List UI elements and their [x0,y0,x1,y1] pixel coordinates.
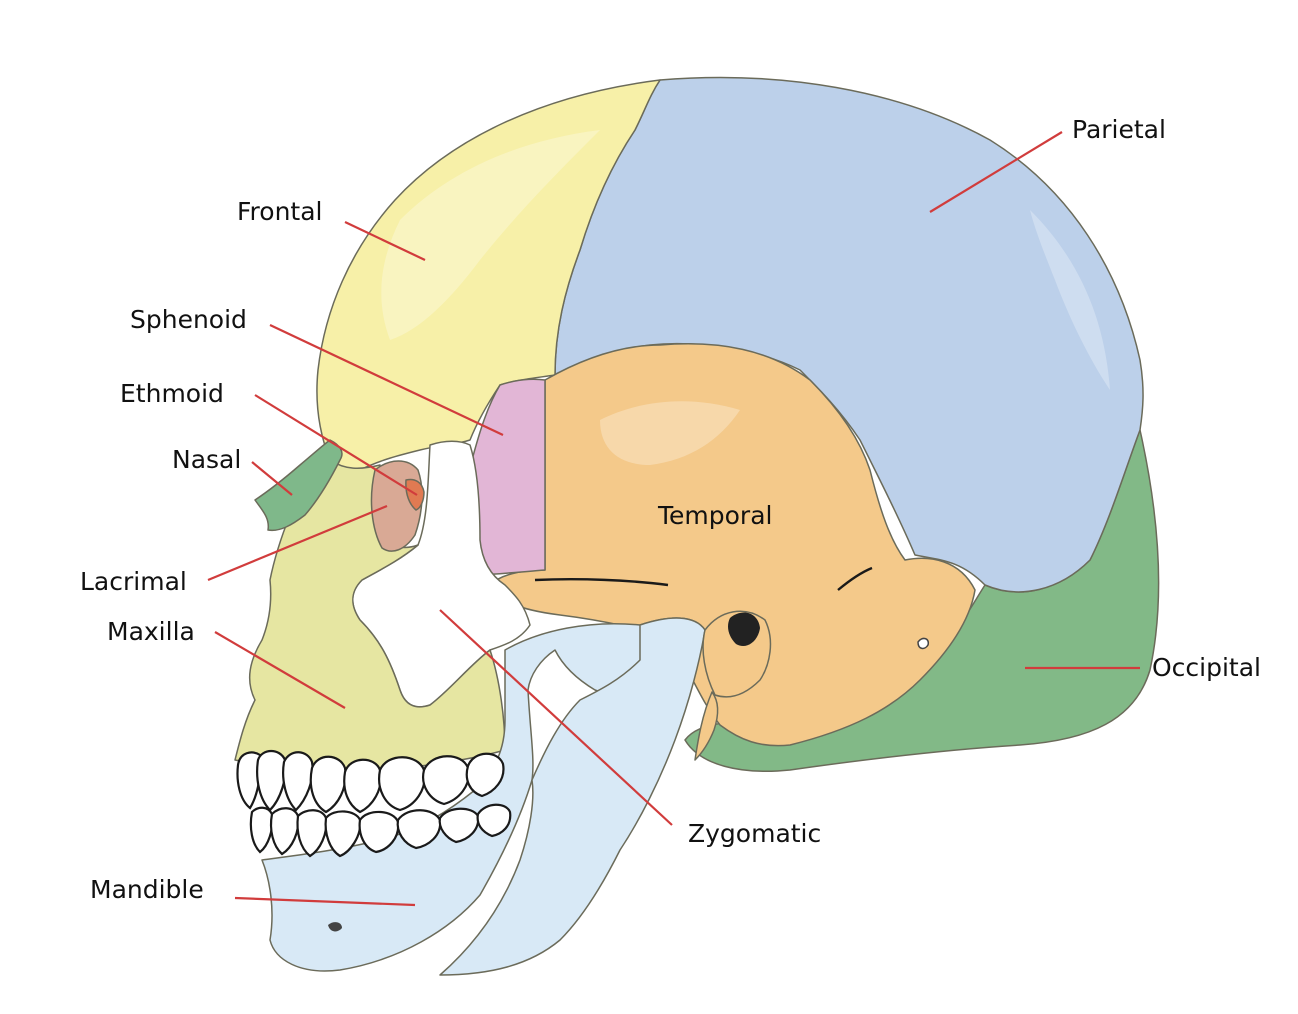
mandible-leader-line [234,896,416,907]
maxilla-bone [234,459,506,773]
temporal-label: Temporal [657,501,772,530]
frontal-label: Frontal [237,197,323,226]
mandible-ramus [439,617,706,976]
frontal-highlight [381,130,600,340]
zygomatic-leader-line [439,609,673,826]
zygomatic-label: Zygomatic [688,819,821,848]
sphenoid-label: Sphenoid [130,305,247,334]
styloid-process [694,691,719,761]
parietal-label: Parietal [1072,115,1166,144]
ear-canal [728,612,760,647]
frontal-leader-line [344,221,426,261]
frontal-bone [316,79,661,471]
lacrimal-label: Lacrimal [80,567,187,596]
mental-foramen [328,922,342,932]
lower-teeth [249,803,512,858]
temporal-ridge-line [837,566,873,591]
maxilla-leader-line [214,631,346,709]
ethmoid-leader-line [254,394,418,496]
parietal-leader-line [929,131,1063,213]
maxilla-label: Maxilla [107,617,195,646]
upper-teeth [236,749,505,814]
sphenoid-leader-line [269,324,504,436]
mandible-label: Mandible [90,875,204,904]
occipital-label: Occipital [1152,653,1261,682]
parietal-highlight [1030,210,1110,390]
lacrimal-leader-line [207,504,388,582]
ethmoid-label: Ethmoid [120,379,224,408]
temporal-highlight [600,401,740,465]
occipital-foramen [917,637,930,650]
temporal-bone [489,343,976,747]
nasal-leader-line [251,461,293,496]
nasal-label: Nasal [172,445,241,474]
zygomatic-arch-line [534,578,669,587]
nasal-bone [254,439,343,532]
